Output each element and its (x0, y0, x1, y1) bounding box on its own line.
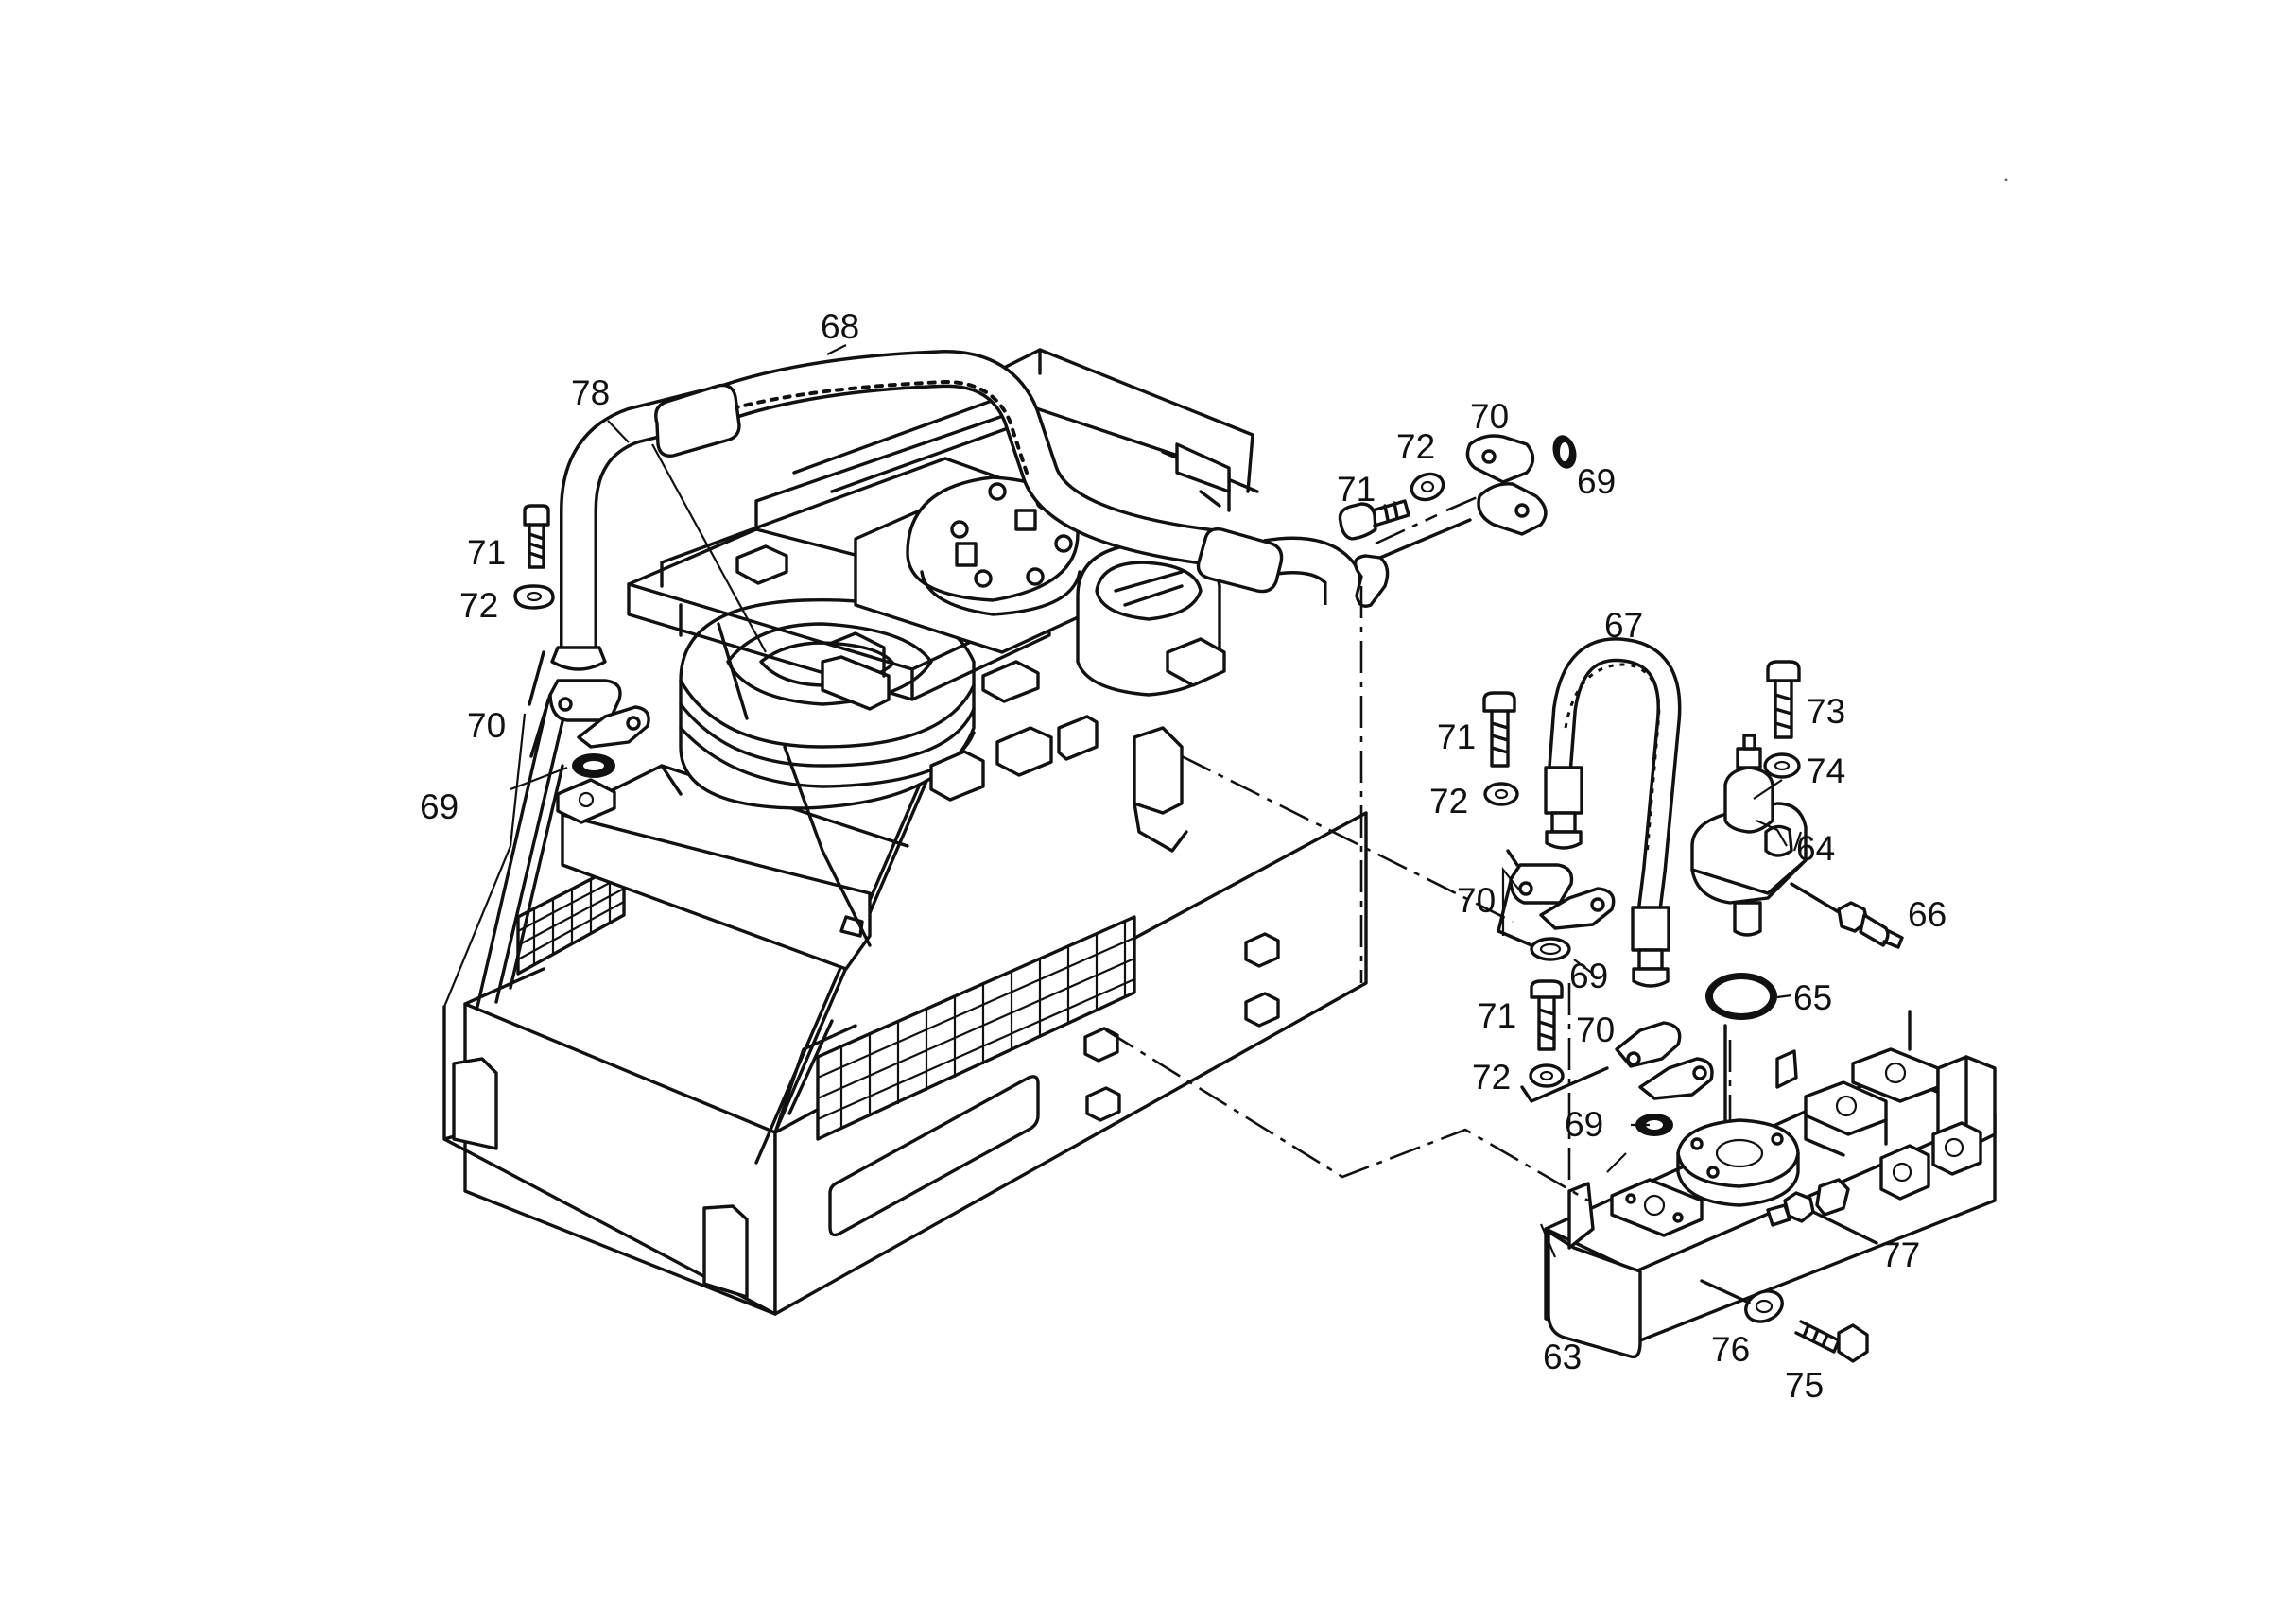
flange-half-70-mid-a (1509, 863, 1574, 905)
callout-70: 70 (467, 706, 506, 745)
pipe-bracket (1175, 442, 1231, 493)
washer-76-bolt-75 (1700, 1279, 1869, 1363)
hose-fitting-right (1196, 527, 1284, 594)
manifold-block-63 (1544, 1010, 1997, 1359)
frame-block-2 (981, 660, 1040, 703)
pipe-78-foot-fitting (550, 646, 607, 671)
lower-flange-stack (1520, 979, 1714, 1136)
callout-78: 78 (571, 373, 610, 412)
frame-assembly (442, 348, 1368, 1316)
callout-71: 71 (467, 533, 506, 572)
panel-stud-1 (1244, 932, 1280, 968)
top-right-flange-stack (1338, 434, 1577, 560)
callout-69: 69 (420, 787, 459, 826)
corner-speck (2004, 178, 2008, 181)
washer-72-top (1410, 472, 1445, 502)
front-left-strut (476, 698, 569, 1009)
leader-lines (442, 344, 1803, 1258)
callout-66: 66 (1908, 895, 1947, 934)
callout-64: 64 (1796, 829, 1835, 868)
callout-68: 68 (821, 307, 859, 346)
manifold-tab-upper (1775, 1049, 1798, 1089)
washer-72-lower (1529, 1063, 1565, 1088)
callout-77: 77 (1881, 1235, 1920, 1274)
washer-72-left (513, 584, 555, 610)
manifold-port-1 (1879, 1144, 1930, 1201)
bolt-71-left (523, 504, 550, 527)
side-grille (816, 915, 1136, 1141)
o-ring-65 (1705, 973, 1777, 1020)
callout-70: 70 (1457, 881, 1496, 920)
callout-70: 70 (1576, 1011, 1615, 1049)
frame-block-1 (735, 544, 788, 585)
valve-64-assembly (1690, 660, 1904, 949)
callout-71: 71 (1437, 717, 1476, 756)
front-foot-right (702, 1204, 749, 1299)
rear-top-rail (981, 348, 1254, 493)
callout-65: 65 (1793, 978, 1832, 1017)
panel-stud-3 (1083, 1027, 1119, 1063)
reservoir (854, 475, 1127, 654)
bolt-71-lower (1530, 979, 1564, 999)
panel-stud-2 (1244, 992, 1280, 1028)
hose-fitting-left (654, 383, 741, 458)
pipe-68 (550, 350, 1390, 671)
frame-block-4 (929, 750, 985, 802)
washer-76 (1744, 1289, 1784, 1323)
callout-69: 69 (1569, 957, 1608, 995)
flange-half-70-top-b (1477, 482, 1548, 536)
flange-half-70-top-a (1465, 434, 1535, 484)
callout-73: 73 (1807, 692, 1845, 731)
flange-half-70-lower-a (1615, 1021, 1682, 1068)
washer-72-mid (1483, 782, 1519, 806)
front-foot-left (452, 1057, 498, 1150)
radiator-panel (561, 813, 872, 971)
left-flange-stack (513, 504, 650, 824)
callout-71: 71 (1337, 470, 1376, 509)
callout-76: 76 (1711, 1330, 1750, 1369)
hose-67 (1544, 637, 1682, 988)
o-ring-69-mid (1530, 937, 1571, 961)
flange-block-left (556, 778, 616, 824)
frame-block-5 (995, 726, 1053, 777)
manifold-port-2 (1931, 1121, 1982, 1176)
filter-housing (1076, 542, 1226, 697)
callout-69: 69 (1565, 1105, 1603, 1144)
bolt-73 (1766, 660, 1801, 682)
hose-67-lower-fitting (1631, 906, 1670, 952)
bolt-71-mid (1482, 691, 1516, 713)
callout-70: 70 (1470, 397, 1509, 436)
manifold-stub (1815, 1178, 1850, 1217)
callout-67: 67 (1604, 606, 1643, 645)
pipe-68-end-fitting (1353, 554, 1390, 608)
hose-67-upper-fitting (1544, 766, 1583, 815)
bolt-71-top (1338, 502, 1377, 541)
callout-72: 72 (459, 586, 498, 625)
manifold-flange-ring (1676, 1118, 1800, 1188)
bolt-75-head (1837, 1323, 1869, 1363)
callout-71: 71 (1478, 996, 1516, 1035)
panel-stud-4 (1085, 1086, 1121, 1122)
frame-lug (1133, 726, 1184, 815)
callout-63: 63 (1543, 1338, 1582, 1376)
frame-block-6 (1057, 715, 1099, 761)
callout-72: 72 (1396, 427, 1435, 466)
mid-right-flange-stack (1482, 691, 1616, 961)
callout-69: 69 (1577, 462, 1616, 501)
top-actuator (821, 655, 891, 711)
washer-74 (1763, 752, 1801, 779)
side-panel-window (828, 1075, 1040, 1237)
assembly-center-lines (1105, 494, 1732, 1202)
callout-72: 72 (1429, 782, 1468, 821)
manifold-end-cap (1547, 1230, 1642, 1359)
callout-72: 72 (1472, 1058, 1511, 1097)
front-grille (516, 860, 626, 976)
part-callouts: 68 78 71 72 70 69 70 72 71 69 67 71 72 7… (420, 307, 1947, 1405)
callout-74: 74 (1807, 752, 1845, 790)
callout-75: 75 (1785, 1366, 1824, 1405)
